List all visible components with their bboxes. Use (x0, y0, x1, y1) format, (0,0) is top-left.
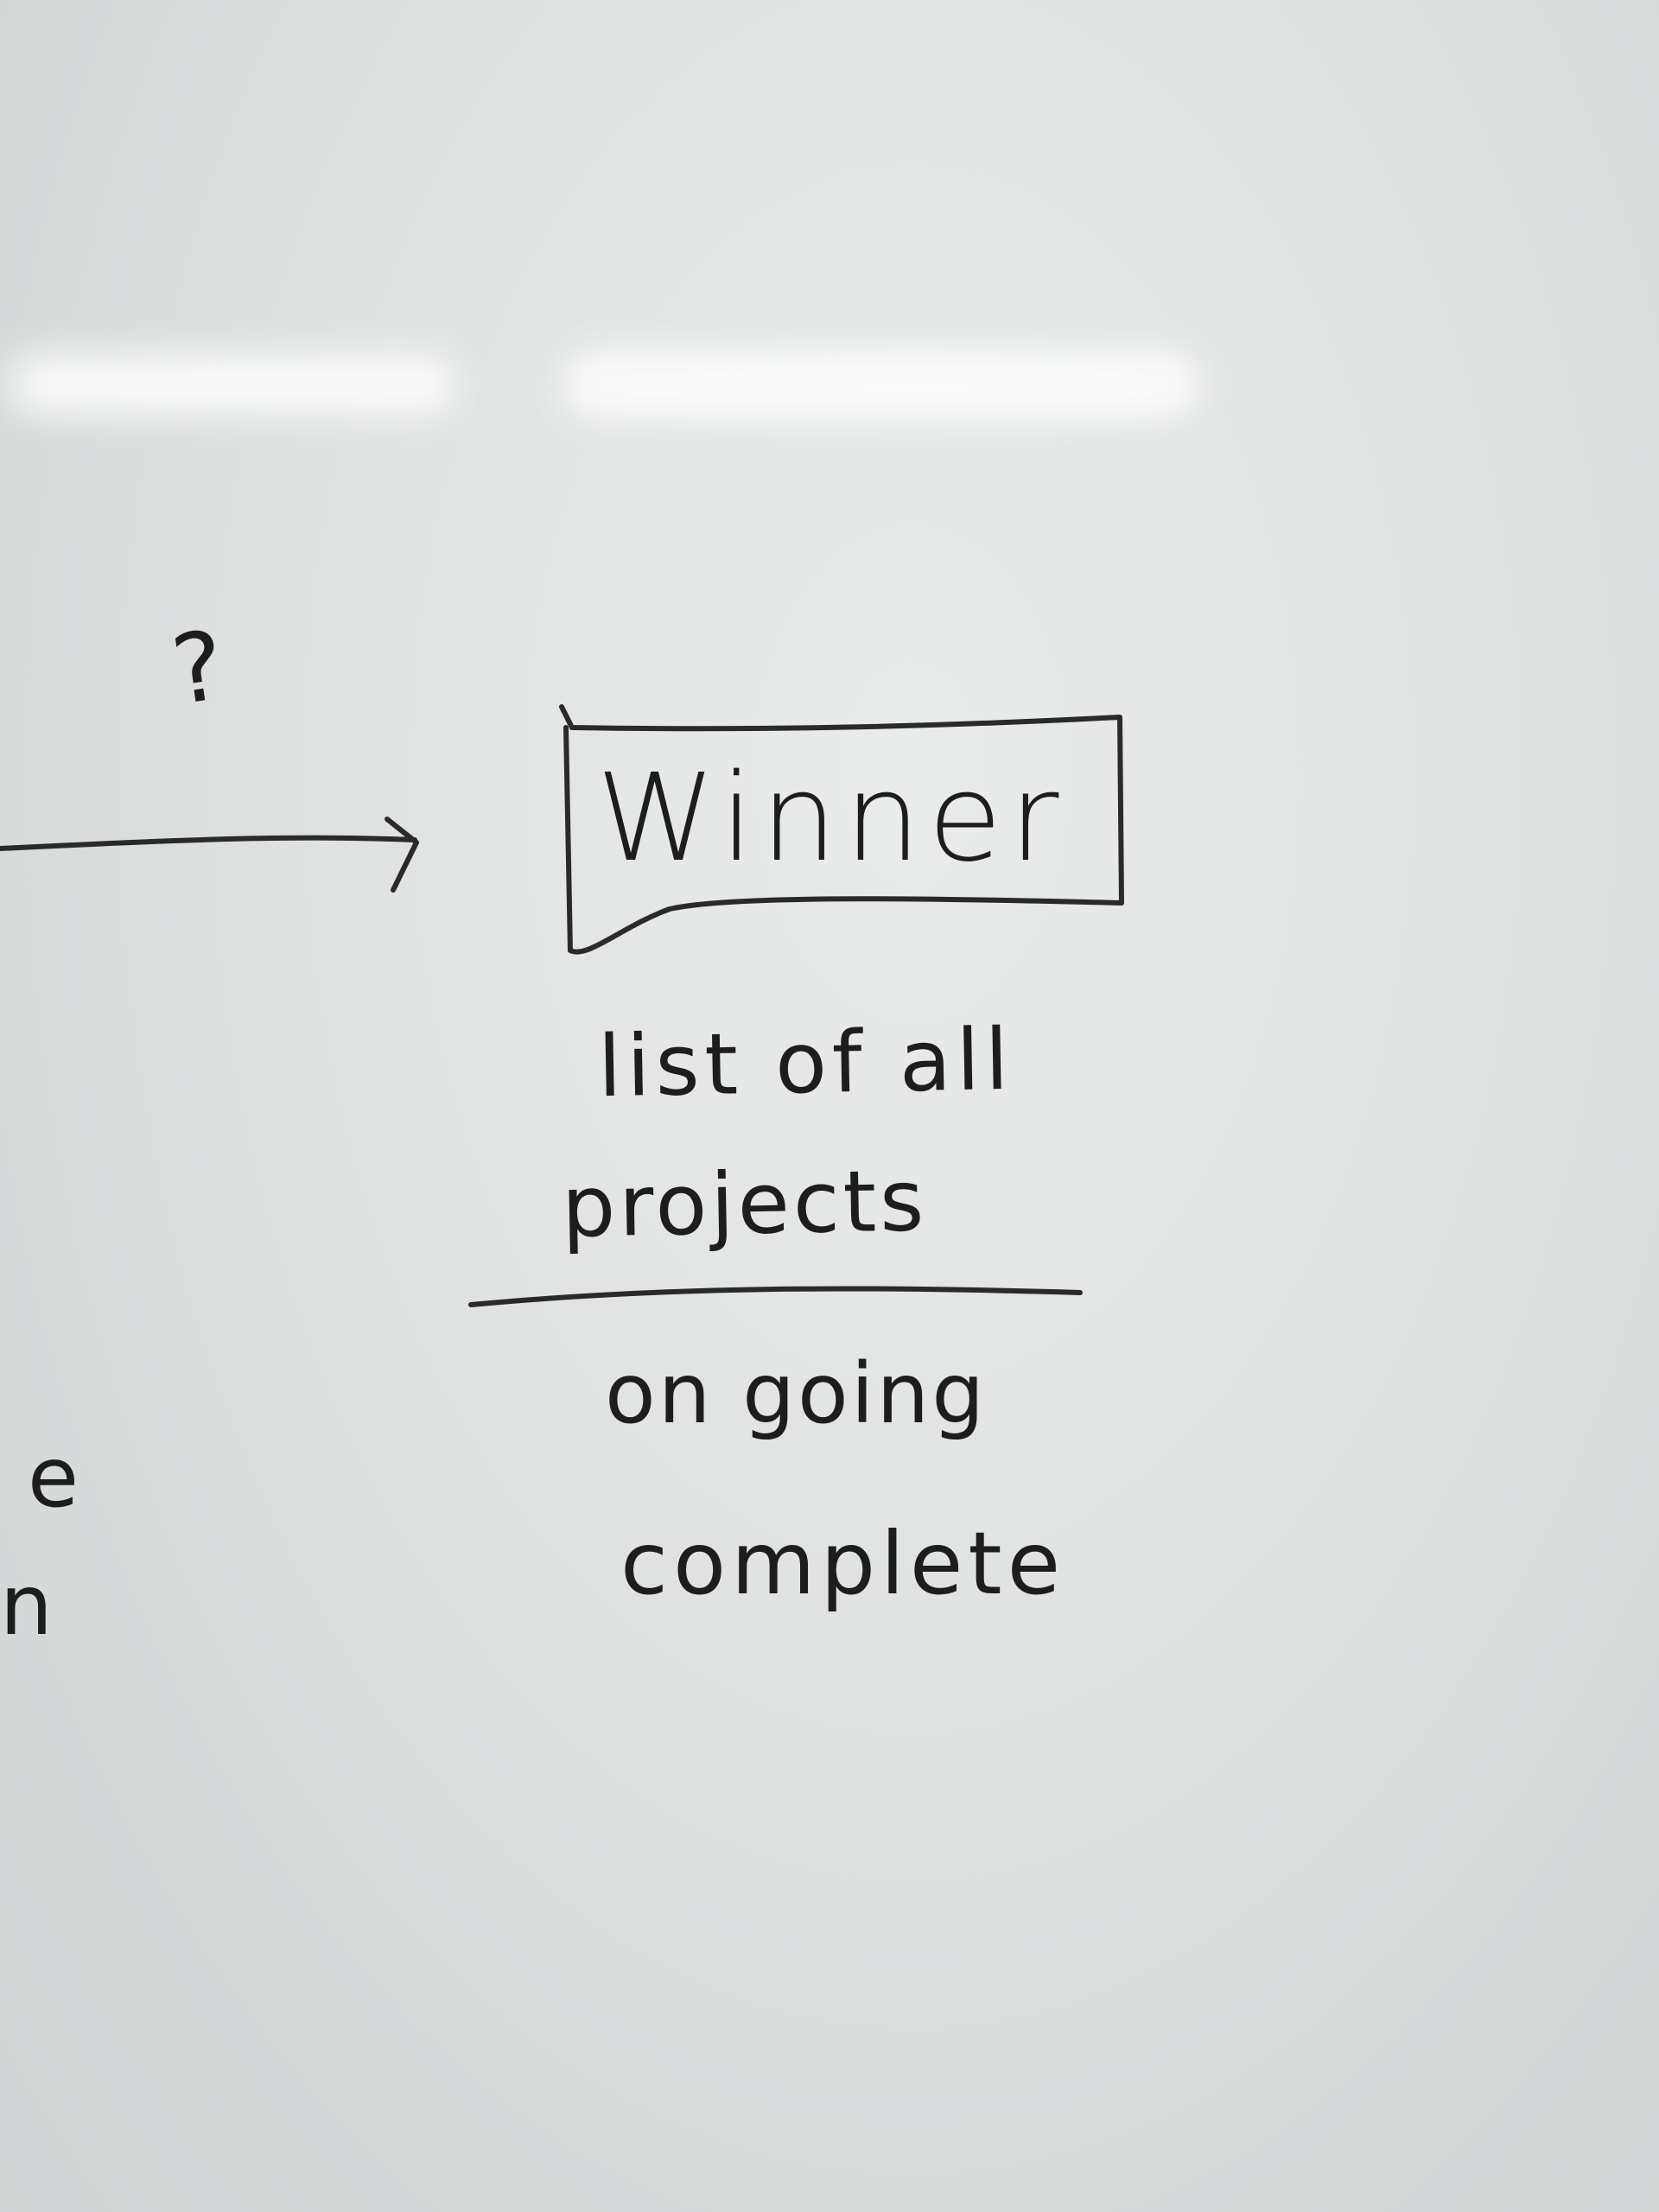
left-fragment-e: e (28, 1429, 79, 1526)
list-heading-line2: projects (561, 1152, 929, 1257)
light-glare-right (562, 350, 1201, 419)
divider-line (468, 1286, 1083, 1307)
status-complete: complete (620, 1513, 1066, 1614)
light-glare-left (9, 354, 458, 415)
status-ongoing: on going (605, 1345, 988, 1442)
arrow-line (0, 835, 417, 851)
list-heading-line1: list of all (597, 1010, 1015, 1117)
winner-label: Winner (596, 748, 1066, 889)
left-fragment-n: n (0, 1557, 53, 1654)
arrow-head (385, 817, 419, 893)
winner-box (559, 704, 1124, 955)
